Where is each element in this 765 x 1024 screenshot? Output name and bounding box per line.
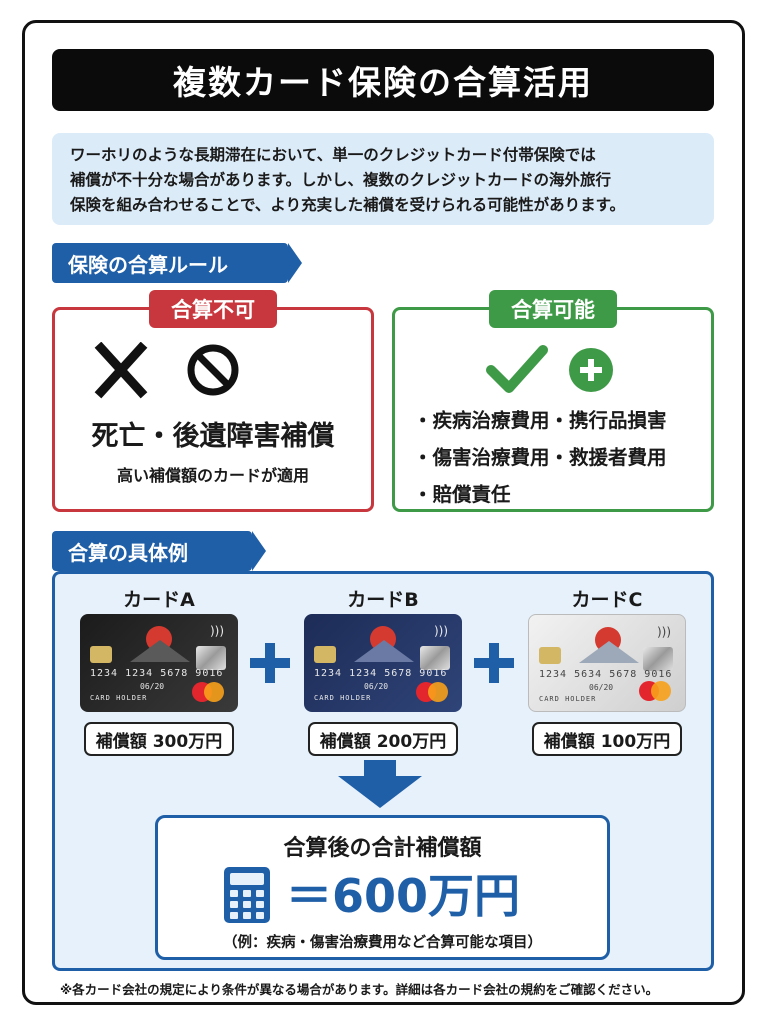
total-title: 合算後の合計補償額 <box>283 836 482 861</box>
calculator-icon <box>224 867 270 923</box>
plus-icon <box>474 643 514 683</box>
combinable-tag: 合算可能 <box>489 290 617 328</box>
ok-icon-group <box>486 345 613 393</box>
card-holder: CARD HOLDER <box>90 694 148 702</box>
hologram-icon <box>420 646 450 670</box>
plus-circle-icon <box>569 348 613 392</box>
intro-line: ワーホリのような長期滞在において、単一のクレジットカード付帯保険では <box>70 146 596 164</box>
down-arrow-icon <box>338 760 422 808</box>
contactless-icon: ))) <box>433 624 448 638</box>
credit-card-image: ))) 1234 5634 5678 9016 06/20 CARD HOLDE… <box>528 614 686 712</box>
not-combinable-sub: 高い補償額のカードが適用 <box>116 466 309 485</box>
card-c-column: カードC ))) 1234 5634 5678 9016 06/20 CARD … <box>522 585 692 756</box>
card-number: 1234 1234 5678 9016 <box>314 668 448 679</box>
page-title: 複数カード保険の合算活用 <box>52 49 714 111</box>
total-note: （例：疾病・傷害治療費用など合算可能な項目） <box>223 935 542 951</box>
plus-icon <box>250 643 290 683</box>
ng-icon-group <box>94 342 239 399</box>
check-icon <box>486 345 548 393</box>
card-number: 1234 1234 5678 9016 <box>90 668 224 679</box>
card-amount: 補償額 100万円 <box>532 722 682 756</box>
combinable-box: 合算可能 ・疾病治療費用・携行品損害 ・傷害治療費用・救援者費用 ・賠償責任 <box>392 290 714 513</box>
mastercard-logo <box>639 681 673 701</box>
card-name: カードB <box>347 589 419 611</box>
card-amount: 補償額 300万円 <box>84 722 234 756</box>
contactless-icon: ))) <box>656 625 671 639</box>
contactless-icon: ))) <box>209 624 224 638</box>
total-box: 合算後の合計補償額 ＝600万円 （例：疾病・傷害治療費用など合算可能な項目） <box>155 815 610 960</box>
prohibited-icon <box>187 344 239 396</box>
card-holder: CARD HOLDER <box>314 694 372 702</box>
card-expiry: 06/20 <box>364 682 389 691</box>
not-combinable-tag: 合算不可 <box>149 290 277 328</box>
card-expiry: 06/20 <box>140 682 165 691</box>
combinable-item: ・疾病治療費用・携行品損害 <box>413 409 667 432</box>
hologram-icon <box>196 646 226 670</box>
card-expiry: 06/20 <box>589 683 614 692</box>
combinable-list: ・疾病治療費用・携行品損害 ・傷害治療費用・救援者費用 ・賠償責任 <box>413 402 667 513</box>
card-name: カードC <box>571 589 643 611</box>
cross-icon <box>94 342 148 399</box>
credit-card-image: ))) 1234 1234 5678 9016 06/20 CARD HOLDE… <box>80 614 238 712</box>
not-combinable-box: 合算不可 死亡・後遺障害補償 高い補償額のカードが適用 <box>52 290 374 512</box>
mastercard-logo <box>192 682 226 702</box>
total-value: ＝600万円 <box>286 869 521 923</box>
example-section-label: 合算の具体例 <box>52 531 266 571</box>
footnote: ※各カード会社の規定により条件が異なる場合があります。詳細は各カード会社の規約を… <box>60 982 659 997</box>
chip-icon <box>90 646 112 663</box>
combinable-item: ・傷害治療費用・救援者費用 <box>413 446 667 469</box>
card-b-column: カードB ))) 1234 1234 5678 9016 06/20 CARD … <box>298 585 468 756</box>
mountain-icon <box>130 640 190 662</box>
combinable-item: ・賠償責任 <box>413 483 511 506</box>
not-combinable-main: 死亡・後遺障害補償 <box>91 421 335 452</box>
chip-icon <box>539 647 561 664</box>
card-a-column: カードA ))) 1234 1234 5678 9016 06/20 CARD … <box>74 585 244 756</box>
hologram-icon <box>643 647 673 671</box>
card-holder: CARD HOLDER <box>539 695 597 703</box>
mastercard-logo <box>416 682 450 702</box>
mountain-icon <box>579 641 639 663</box>
credit-card-image: ))) 1234 1234 5678 9016 06/20 CARD HOLDE… <box>304 614 462 712</box>
rules-section-label: 保険の合算ルール <box>52 243 302 283</box>
chip-icon <box>314 646 336 663</box>
intro-line: 保険を組み合わせることで、より充実した補償を受けられる可能性があります。 <box>70 196 626 214</box>
card-amount: 補償額 200万円 <box>308 722 458 756</box>
intro-text: ワーホリのような長期滞在において、単一のクレジットカード付帯保険では 補償が不十… <box>52 133 714 225</box>
card-number: 1234 5634 5678 9016 <box>539 669 673 680</box>
card-name: カードA <box>123 589 195 611</box>
intro-line: 補償が不十分な場合があります。しかし、複数のクレジットカードの海外旅行 <box>70 171 611 189</box>
mountain-icon <box>354 640 414 662</box>
